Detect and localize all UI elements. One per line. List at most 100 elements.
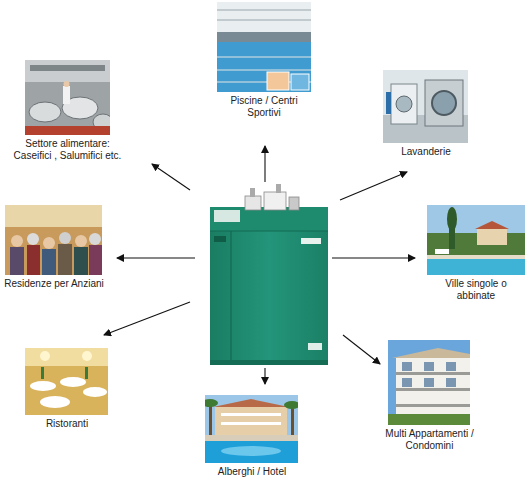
illustration-shape xyxy=(245,196,261,210)
illustration-shape xyxy=(221,422,281,425)
illustration-shape xyxy=(427,205,525,275)
illustration-shape xyxy=(83,387,107,397)
illustration-shape xyxy=(264,192,286,210)
illustration-shape xyxy=(11,235,23,247)
illustration-shape xyxy=(43,237,55,249)
illustration-shape xyxy=(205,435,298,441)
illustration-shape xyxy=(446,362,456,371)
photo-illustration xyxy=(205,395,298,463)
illustration-shape xyxy=(210,360,328,365)
photo-illustration xyxy=(25,348,108,415)
illustration-shape xyxy=(5,205,102,227)
illustration-shape xyxy=(424,378,434,387)
illustration-shape xyxy=(30,381,56,391)
illustration-shape xyxy=(40,396,70,408)
arrow xyxy=(117,257,195,258)
application-tile: Piscine / Centri Sportivi xyxy=(214,2,314,119)
illustration-shape xyxy=(205,441,298,463)
illustration-shape xyxy=(402,378,412,387)
arrow xyxy=(152,164,190,190)
illustration-shape xyxy=(392,348,470,358)
application-tile: Ristoranti xyxy=(22,348,112,430)
illustration-shape xyxy=(388,340,470,425)
illustration-shape xyxy=(276,184,281,193)
photo-illustration xyxy=(5,205,102,275)
illustration-shape xyxy=(10,247,24,275)
caption-text: Ristoranti xyxy=(22,418,112,430)
caption-text: Multi Appartamenti / Condomini xyxy=(372,428,487,452)
illustration-shape xyxy=(301,238,321,244)
caption-text: Residenze per Anziani xyxy=(0,278,109,290)
illustration-shape xyxy=(291,405,294,437)
illustration-shape xyxy=(25,126,110,135)
illustration-shape xyxy=(27,245,40,275)
illustration-shape xyxy=(475,221,509,229)
illustration-shape xyxy=(230,231,231,365)
illustration-shape xyxy=(59,232,71,244)
illustration-shape xyxy=(25,348,108,366)
caption-text: Alberghi / Hotel xyxy=(202,466,302,478)
illustration-shape xyxy=(41,367,44,379)
illustration-shape xyxy=(213,399,289,407)
illustration-shape xyxy=(291,74,309,90)
application-tile: Settore alimentare: Caseifici , Salumifi… xyxy=(5,60,130,162)
illustration-shape xyxy=(217,70,311,71)
arrow xyxy=(340,172,407,200)
illustration-shape xyxy=(27,233,39,245)
illustration-shape xyxy=(74,247,88,275)
illustration-shape xyxy=(42,249,56,275)
illustration-shape xyxy=(425,80,463,126)
illustration-shape xyxy=(217,2,311,92)
illustration-shape xyxy=(396,404,470,407)
photo-illustration xyxy=(383,70,468,143)
photo-illustration xyxy=(427,205,525,275)
photo-illustration xyxy=(388,340,470,425)
photo-illustration xyxy=(25,60,110,135)
illustration-shape xyxy=(284,401,298,409)
caption-text: Lavanderie xyxy=(381,146,471,158)
illustration-shape xyxy=(58,244,72,275)
illustration-shape xyxy=(63,86,70,104)
illustration-shape xyxy=(221,446,281,456)
illustration-shape xyxy=(221,413,281,416)
illustration-shape xyxy=(25,60,110,82)
photo-illustration xyxy=(217,2,311,92)
illustration-shape xyxy=(25,348,108,415)
illustration-shape xyxy=(402,362,412,371)
illustration-shape xyxy=(432,91,456,115)
illustration-shape xyxy=(289,197,299,210)
illustration-shape xyxy=(427,259,525,275)
arrows xyxy=(104,146,415,384)
illustration-shape xyxy=(75,235,87,247)
illustration-shape xyxy=(383,70,468,143)
arrow xyxy=(104,302,190,335)
illustration-shape xyxy=(210,231,328,232)
illustration-shape xyxy=(447,207,457,231)
arrow xyxy=(332,257,415,258)
illustration-shape xyxy=(427,233,525,255)
application-tile: Multi Appartamenti / Condomini xyxy=(372,340,487,452)
illustration-shape xyxy=(205,399,218,407)
illustration-shape xyxy=(217,2,311,32)
illustration-shape xyxy=(250,188,255,197)
illustration-shape xyxy=(386,92,391,114)
illustration-shape xyxy=(210,207,328,365)
illustration-shape xyxy=(267,72,289,90)
application-tile: Ville singole o abbinate xyxy=(426,205,526,302)
illustration-shape xyxy=(214,236,226,242)
illustration-shape xyxy=(82,351,92,361)
illustration-shape xyxy=(29,102,61,122)
illustration-shape xyxy=(215,407,287,435)
arrow xyxy=(343,335,380,364)
arrow xyxy=(264,368,265,384)
illustration-shape xyxy=(217,42,311,92)
caption-text: Piscine / Centri Sportivi xyxy=(214,95,314,119)
illustration-shape xyxy=(391,84,417,124)
boiler-illustration xyxy=(210,184,328,365)
illustration-shape xyxy=(40,351,50,361)
illustration-shape xyxy=(477,229,507,245)
illustration-shape xyxy=(396,96,412,112)
illustration-shape xyxy=(214,210,240,222)
illustration-shape xyxy=(217,10,311,11)
